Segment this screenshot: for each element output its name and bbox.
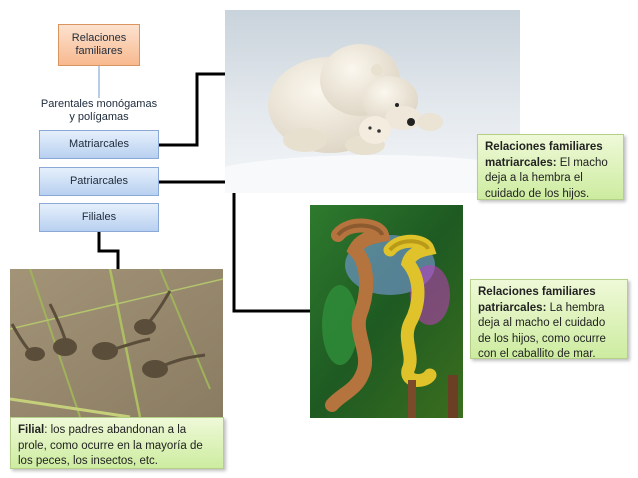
- patriarcal-connector: [159, 180, 310, 313]
- node-parentales: Parentales monógamas y polígamas: [38, 98, 160, 124]
- matriarcal-connector: [159, 72, 225, 147]
- tadpoles-photo: [10, 269, 223, 417]
- node-relaciones-familiares: Relaciones familiares: [58, 24, 140, 66]
- seahorse-photo: [310, 205, 463, 418]
- callout-matriarcales: Relaciones familiares matriarcales: El m…: [477, 134, 624, 200]
- polar-bear-photo: [225, 10, 520, 193]
- node-matriarcales: Matriarcales: [39, 130, 159, 159]
- callout-filial: Filial: los padres abandonan a la prole,…: [10, 417, 224, 469]
- filial-connector: [97, 232, 120, 270]
- callout-patriarcales: Relaciones familiares patriarcales: La h…: [470, 279, 628, 360]
- node-patriarcales: Patriarcales: [39, 167, 159, 196]
- node-filiales: Filiales: [39, 203, 159, 232]
